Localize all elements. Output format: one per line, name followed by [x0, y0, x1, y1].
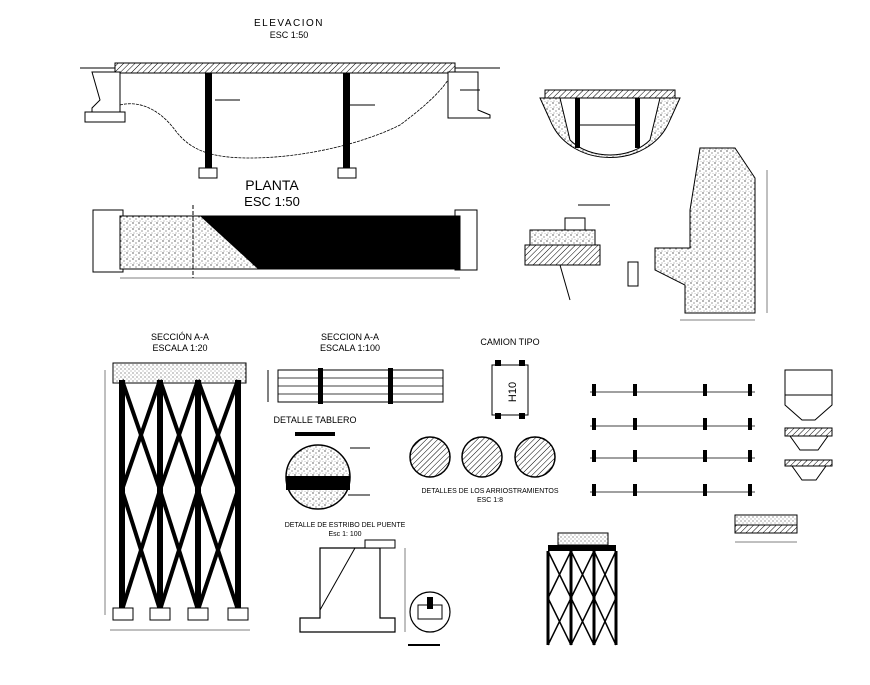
elevation-deck: [114, 62, 456, 74]
bracing-details: DETALLES DE LOS ARRIOSTRAMIENTOS ESC 1:8: [409, 436, 559, 504]
elevation-view: ELEVACION ESC 1:50: [80, 18, 500, 179]
railing-detail: [734, 514, 798, 543]
abutment-detail-title: DETALLE DE ESTRIBO DEL PUENTE: [285, 522, 406, 529]
plan-scale: ESC 1:50: [244, 194, 300, 209]
truck-type-title: CAMION TIPO: [480, 337, 539, 347]
truck-type: CAMION TIPO H10: [480, 337, 540, 419]
elevation-scale: ESC 1:50: [270, 30, 309, 40]
elevation-pier-right: [343, 73, 350, 168]
plan-view: PLANTA ESC 1:50: [92, 177, 478, 279]
section-aa-tower: SECCIÓN A-A ESCALA 1:20: [104, 332, 250, 631]
bracing-detail-3: [514, 436, 556, 478]
cross-section-top: [539, 89, 681, 158]
bracing-detail-1: [409, 436, 451, 478]
abutment-wall-section: [627, 147, 768, 321]
beam-elevations: [590, 384, 755, 496]
terrain-line: [119, 79, 449, 159]
section-aa-1-title: SECCIÓN A-A: [151, 332, 209, 342]
plan-left-abutment: [92, 209, 124, 273]
truss-section: [546, 532, 618, 646]
plan-title: PLANTA: [245, 177, 299, 193]
section-aa-beams: SECCION A-A ESCALA 1:100: [267, 332, 444, 404]
deck-support-detail: [524, 204, 610, 301]
abutment-detail: DETALLE DE ESTRIBO DEL PUENTE Esc 1: 100: [285, 522, 451, 646]
truck-outline: [491, 364, 529, 416]
small-sections: [784, 369, 833, 481]
section-aa-2-scale: ESCALA 1:100: [320, 343, 380, 353]
deck-detail-title: DETALLE TABLERO: [273, 415, 356, 425]
deck-detail: DETALLE TABLERO: [273, 415, 370, 510]
section-aa-2-title: SECCION A-A: [321, 332, 379, 342]
section-aa-1-scale: ESCALA 1:20: [152, 343, 207, 353]
elevation-right-abutment: [447, 71, 491, 119]
bracing-details-title: DETALLES DE LOS ARRIOSTRAMIENTOS: [421, 488, 558, 495]
elevation-title: ELEVACION: [254, 18, 324, 29]
truck-h10-label: H10: [507, 382, 519, 402]
elevation-pier-left: [205, 73, 212, 168]
plan-deck-solid: [200, 216, 460, 269]
bracing-details-scale: ESC 1:8: [477, 497, 503, 504]
bracing-detail-2: [461, 436, 503, 478]
abutment-detail-scale: Esc 1: 100: [328, 531, 361, 538]
